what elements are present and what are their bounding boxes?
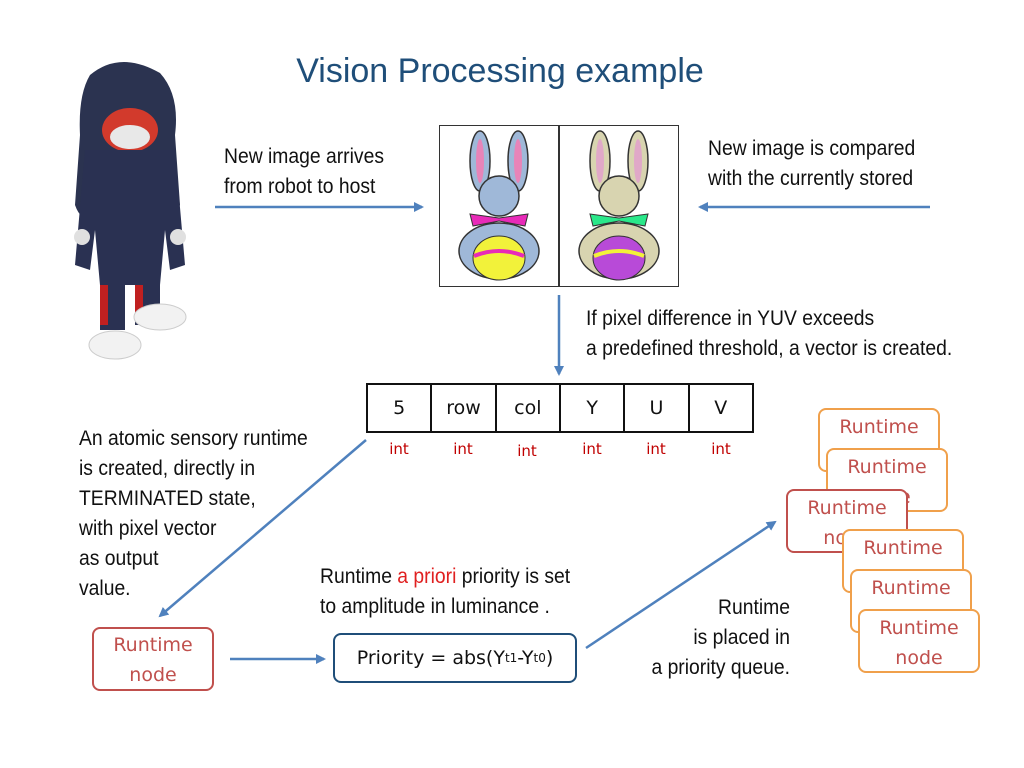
vector-cell: U	[623, 385, 687, 431]
vector-cell: 5	[393, 397, 406, 419]
vector-cell: Y	[558, 385, 623, 431]
runtime-node: Runtime node	[92, 627, 214, 691]
vector-cell: V	[687, 385, 752, 431]
vector-cell: col	[494, 385, 559, 431]
type-label: int	[389, 440, 409, 458]
type-label: int	[453, 440, 473, 458]
note-atomic-runtime: An atomic sensory runtime is created, di…	[79, 427, 308, 600]
pixel-vector: 5 row col Y U V	[366, 383, 754, 433]
note-image-compared: New image is compared with the currently…	[708, 137, 916, 190]
bunny-image-current	[439, 125, 559, 287]
note-threshold: If pixel difference in YUV exceeds a pre…	[586, 307, 953, 360]
arrow-formula-to-queue	[585, 520, 777, 650]
apriori-highlight: a priori	[397, 565, 457, 588]
arrow-vector-to-node	[158, 439, 367, 618]
robot-figure	[74, 61, 187, 360]
bunny-image-new	[559, 125, 679, 287]
type-label: int	[646, 440, 666, 458]
note-image-arrives: New image arrives from robot to host	[224, 145, 384, 198]
note-apriori-priority: Runtime a priori priority is set to ampl…	[320, 565, 571, 618]
note-priority-queue: Runtime is placed in a priority queue.	[651, 596, 790, 679]
vector-cell: row	[430, 385, 494, 431]
type-label: int	[582, 440, 602, 458]
type-label: int	[517, 442, 537, 460]
type-label: int	[711, 440, 731, 458]
page-title: Vision Processing example	[296, 52, 704, 90]
